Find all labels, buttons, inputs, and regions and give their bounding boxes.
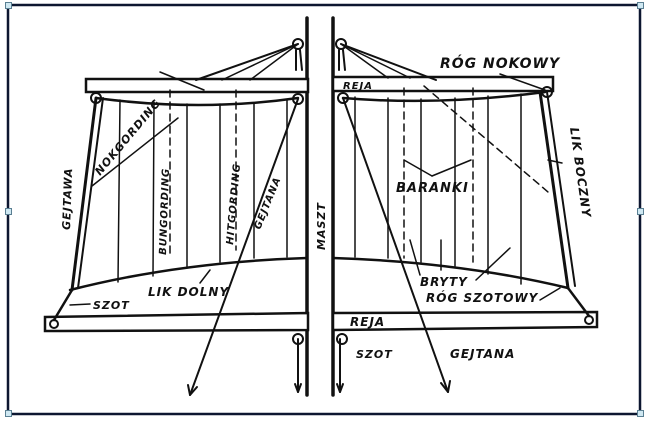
rigging-line	[340, 43, 437, 81]
rigging-line	[249, 43, 299, 81]
rigging-line	[221, 43, 299, 81]
pointer-lik-dolny	[199, 269, 211, 284]
label-maszt: MASZT	[315, 202, 328, 250]
label-hitgording: HITGORDING	[225, 163, 243, 246]
block-icon	[292, 93, 304, 105]
leechline-dashed	[423, 85, 549, 193]
label-baranki: BARANKI	[396, 181, 469, 196]
sail-seam	[152, 101, 155, 277]
leech-right-inner	[546, 91, 576, 287]
masthead-block-left-icon	[292, 38, 304, 50]
arrowhead-icon	[440, 380, 451, 393]
upper-yard-right	[331, 75, 555, 93]
clewline-gejtana-left	[189, 98, 299, 396]
rigging-line	[340, 43, 411, 79]
rope-end	[299, 49, 303, 71]
label-lik-boczny: LIK BOCZNY	[567, 126, 594, 219]
pointer-line	[159, 71, 205, 91]
arrowhead-icon	[294, 383, 302, 393]
pointer-baranki	[403, 159, 433, 177]
label-gejtana-lower: GEJTANA	[450, 347, 515, 361]
pointer-bryty	[475, 247, 511, 281]
label-reja-bottom: REJA	[350, 315, 385, 329]
lower-yard-right	[331, 310, 599, 332]
rigging-line	[195, 43, 299, 81]
foot-of-sail-left	[68, 256, 309, 292]
label-rog-szotowy: RÓG SZOTOWY	[426, 290, 539, 305]
pointer-nokgording	[91, 117, 179, 187]
clewline-gejtana-right	[342, 97, 449, 393]
label-bryty: BRYTY	[420, 275, 468, 289]
upper-yard-left	[84, 77, 310, 94]
rope-end	[342, 49, 346, 71]
rigging-line	[340, 43, 389, 79]
resize-handle-top-right[interactable]	[637, 2, 644, 9]
leech-left	[70, 96, 98, 292]
foot-of-sail-right	[331, 256, 570, 290]
block-icon	[337, 92, 349, 104]
resize-handle-bottom-right[interactable]	[637, 410, 644, 417]
label-lik-dolny: LIK DOLNY	[148, 285, 229, 299]
pointer-lik-boczny	[547, 159, 563, 164]
resize-handle-right[interactable]	[637, 208, 644, 215]
resize-handle-bottom-left[interactable]	[5, 410, 12, 417]
arrowhead-icon	[336, 383, 344, 393]
label-gejtawa-left: GEJTAWA	[60, 167, 75, 230]
pointer-rog-szotowy	[539, 287, 561, 301]
clew-right	[566, 286, 591, 318]
clew-left	[52, 288, 74, 322]
masthead-block-right-icon	[335, 38, 347, 50]
lower-yard-left	[43, 311, 310, 333]
leech-right	[538, 90, 570, 290]
label-rog-nokowy: RÓG NOKOWY	[440, 54, 561, 72]
leech-left-inner	[77, 97, 104, 289]
sheet-block-icon	[336, 333, 348, 345]
head-of-sail-left	[94, 96, 300, 107]
pointer-bryty	[409, 239, 421, 276]
head-of-sail-right	[341, 90, 547, 103]
sail-seam	[117, 99, 121, 283]
resize-handle-top-left[interactable]	[5, 2, 12, 9]
resize-handle-left[interactable]	[5, 208, 12, 215]
label-szot-left: SZOT	[93, 299, 130, 312]
label-bungording: BUNGORDING	[158, 168, 172, 255]
arrowhead-icon	[187, 384, 198, 396]
pointer-baranki	[431, 159, 472, 177]
label-reja-top: REJA	[343, 81, 373, 92]
pointer-szot	[69, 303, 91, 306]
pointer-rog-nokowy	[499, 73, 546, 91]
label-szot-right: SZOT	[356, 348, 393, 361]
